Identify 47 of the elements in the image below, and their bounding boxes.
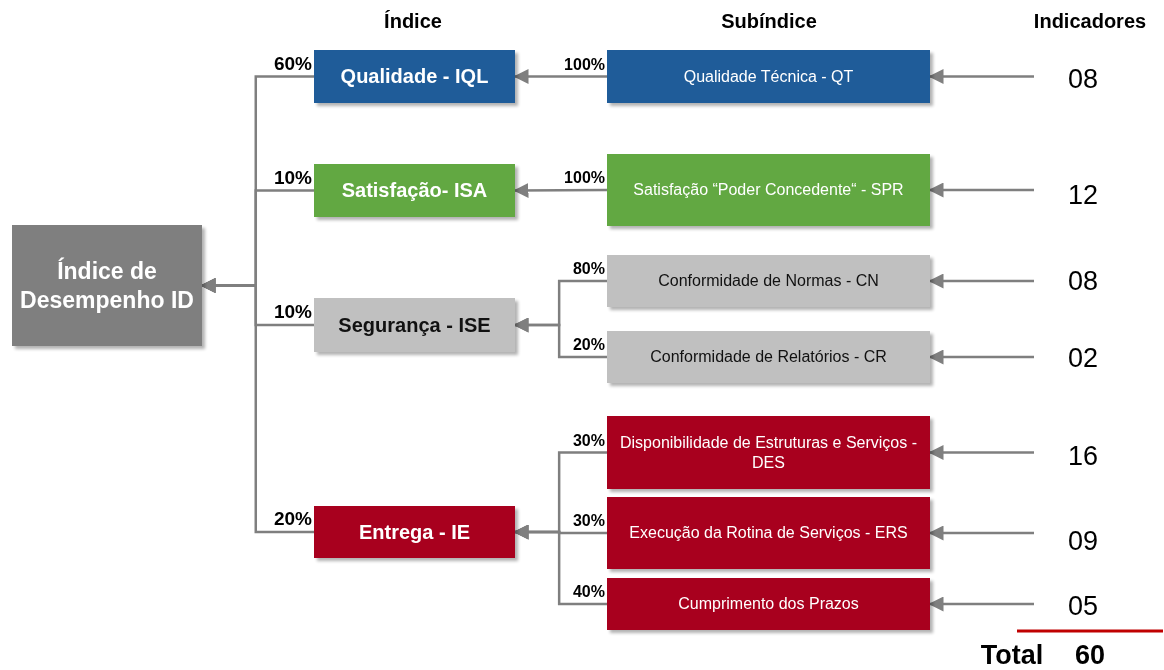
box-label: Conformidade de Relatórios - CR [650, 347, 887, 367]
edge-label: 30% [572, 512, 605, 530]
process-box [607, 50, 930, 103]
total-value: 60 [1075, 640, 1105, 670]
indicator-count: 16 [1034, 439, 1132, 473]
indicator-count: 08 [1034, 264, 1132, 298]
box-label: Entrega - IE [358, 519, 471, 545]
indicator-count: 02 [1034, 341, 1132, 375]
edge-label: 100% [564, 55, 605, 74]
edge-label: 40% [572, 583, 605, 601]
edge-label: 10% [273, 166, 312, 189]
box-label: Satisfação “Poder Concedente“ - SPR [633, 180, 904, 200]
column-header: Indicadores [1033, 10, 1147, 33]
process-box [607, 154, 930, 226]
edge-label: 20% [572, 336, 605, 354]
edge-label: 100% [564, 169, 605, 187]
edge-label: 60% [273, 52, 312, 75]
edge-label: 30% [572, 431, 605, 450]
edge-label: 20% [273, 508, 312, 530]
total-label: Total [980, 640, 1044, 670]
process-box [607, 578, 930, 630]
process-box [607, 331, 930, 383]
column-header: Subíndice [721, 10, 817, 33]
indicator-count: 05 [1034, 589, 1132, 623]
edge-label: 10% [273, 301, 312, 323]
box-label: Qualidade - IQL [340, 64, 489, 89]
box-label: Qualidade Técnica - QT [683, 66, 854, 87]
box-label: Conformidade de Normas - CN [658, 271, 879, 291]
indicator-count: 09 [1034, 524, 1132, 558]
process-box [314, 506, 515, 558]
box-label: Índice de Desempenho ID [20, 256, 194, 315]
process-box [314, 164, 515, 217]
box-label: Cumprimento dos Prazos [678, 594, 859, 614]
column-header: Índice [384, 10, 442, 33]
edge-label: 80% [572, 260, 605, 278]
process-box [607, 255, 930, 307]
process-box [314, 50, 515, 103]
box-label: Segurança - ISE [338, 312, 491, 338]
indicator-count: 08 [1034, 62, 1132, 96]
process-box [607, 497, 930, 569]
box-label: Disponibilidade de Estruturas e Serviços - DES [619, 432, 918, 473]
process-box [314, 298, 515, 352]
process-box [607, 416, 930, 489]
box-label: Execução da Rotina de Serviços - ERS [629, 523, 908, 543]
process-box [12, 225, 202, 346]
box-label: Satisfação- ISA [341, 178, 488, 203]
indicator-count: 12 [1034, 178, 1132, 212]
